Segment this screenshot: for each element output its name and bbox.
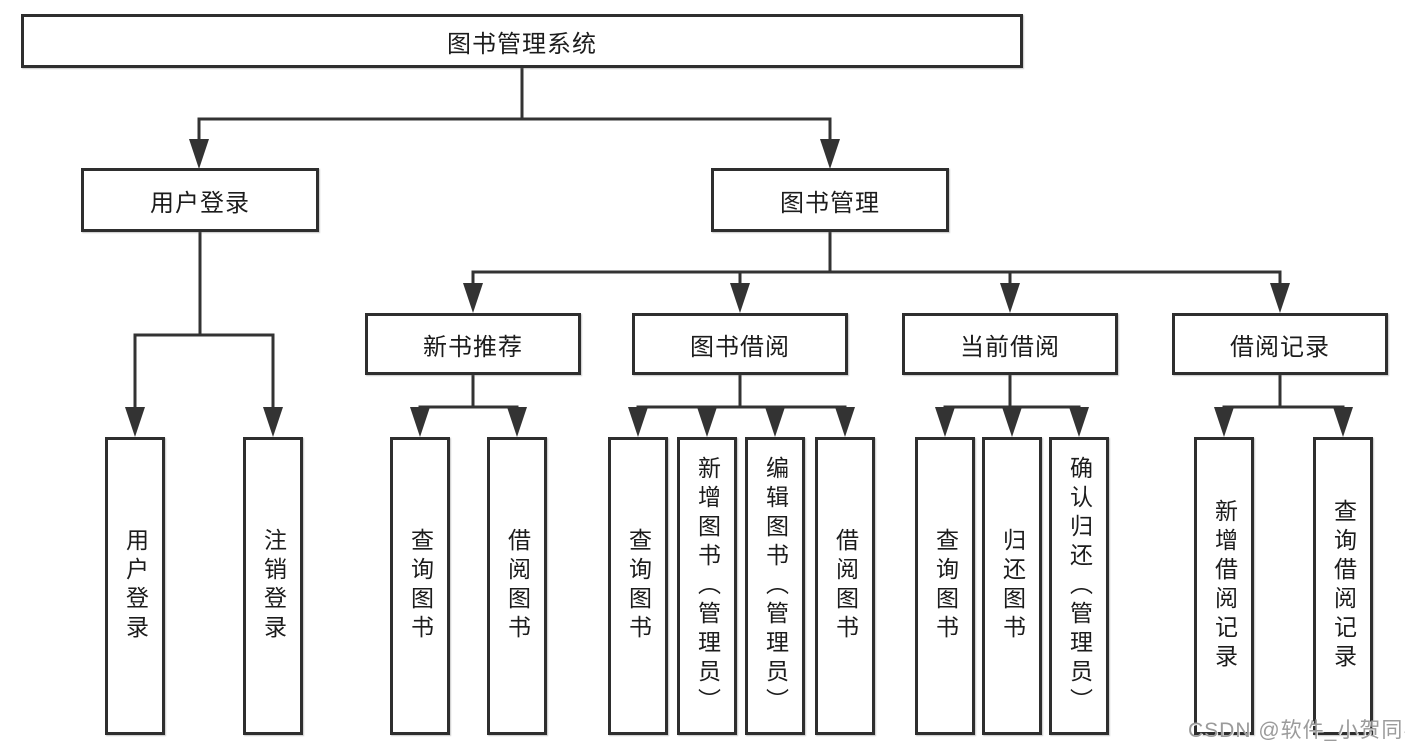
edge-root-to-level2 bbox=[197, 68, 832, 164]
leaf-edit-books-admin: 编辑图书（管理员） bbox=[745, 437, 805, 735]
node-label: 归还图书 bbox=[999, 528, 1026, 644]
node-label: 查询图书 bbox=[407, 528, 434, 644]
node-label: 注销登录 bbox=[260, 528, 287, 644]
leaf-return-books: 归还图书 bbox=[982, 437, 1042, 735]
node-label: 用户登录 bbox=[150, 189, 250, 217]
node-label: 查询图书 bbox=[625, 528, 652, 644]
node-label: 编辑图书（管理员） bbox=[762, 455, 789, 717]
node-label: 新增图书（管理员） bbox=[694, 455, 721, 717]
node-label: 借阅记录 bbox=[1230, 333, 1330, 361]
node-current-borrow: 当前借阅 bbox=[902, 313, 1118, 375]
arrowhead bbox=[125, 407, 283, 437]
leaf-borrow-books: 借阅图书 bbox=[815, 437, 875, 735]
leaf-user-login: 用户登录 bbox=[105, 437, 165, 735]
arrowhead bbox=[410, 407, 527, 437]
csdn-watermark: CSDN @软件_小贺同学 bbox=[1188, 719, 1405, 742]
leaf-add-books-admin: 新增图书（管理员） bbox=[677, 437, 737, 735]
arrowhead bbox=[189, 139, 840, 169]
arrowhead bbox=[1214, 407, 1353, 437]
node-label: 确认归还（管理员） bbox=[1066, 455, 1093, 717]
node-new-book-recommend: 新书推荐 bbox=[365, 313, 581, 375]
edge-login-to-leaves bbox=[133, 232, 275, 432]
edge-borrow-to-leaves bbox=[636, 375, 847, 432]
node-label: 新增借阅记录 bbox=[1211, 499, 1238, 673]
edge-record-to-leaves bbox=[1222, 375, 1345, 432]
leaf-logout: 注销登录 bbox=[243, 437, 303, 735]
node-root-library-system: 图书管理系统 bbox=[21, 14, 1023, 68]
node-label: 查询借阅记录 bbox=[1330, 499, 1357, 673]
arrowhead bbox=[935, 407, 1089, 437]
node-label: 图书管理 bbox=[780, 189, 880, 217]
arrowhead bbox=[628, 407, 855, 437]
node-book-management: 图书管理 bbox=[711, 168, 949, 232]
leaf-add-borrow-record: 新增借阅记录 bbox=[1194, 437, 1254, 735]
leaf-query-books-current: 查询图书 bbox=[915, 437, 975, 735]
node-label: 用户登录 bbox=[122, 528, 149, 644]
node-label: 借阅图书 bbox=[504, 528, 531, 644]
arrowhead bbox=[463, 283, 1290, 313]
edge-mgmt-to-level3 bbox=[471, 232, 1282, 308]
node-label: 新书推荐 bbox=[423, 333, 523, 361]
node-book-borrow: 图书借阅 bbox=[632, 313, 848, 375]
node-label: 当前借阅 bbox=[960, 333, 1060, 361]
edge-newrec-to-leaves bbox=[418, 375, 519, 432]
node-user-login: 用户登录 bbox=[81, 168, 319, 232]
node-label: 图书管理系统 bbox=[447, 30, 597, 58]
node-label: 图书借阅 bbox=[690, 333, 790, 361]
leaf-borrow-books-recommend: 借阅图书 bbox=[487, 437, 547, 735]
node-label: 查询图书 bbox=[932, 528, 959, 644]
node-borrow-records: 借阅记录 bbox=[1172, 313, 1388, 375]
leaf-confirm-return-admin: 确认归还（管理员） bbox=[1049, 437, 1109, 735]
leaf-query-books-recommend: 查询图书 bbox=[390, 437, 450, 735]
leaf-query-books-borrow: 查询图书 bbox=[608, 437, 668, 735]
node-label: 借阅图书 bbox=[832, 528, 859, 644]
leaf-query-borrow-record: 查询借阅记录 bbox=[1313, 437, 1373, 735]
